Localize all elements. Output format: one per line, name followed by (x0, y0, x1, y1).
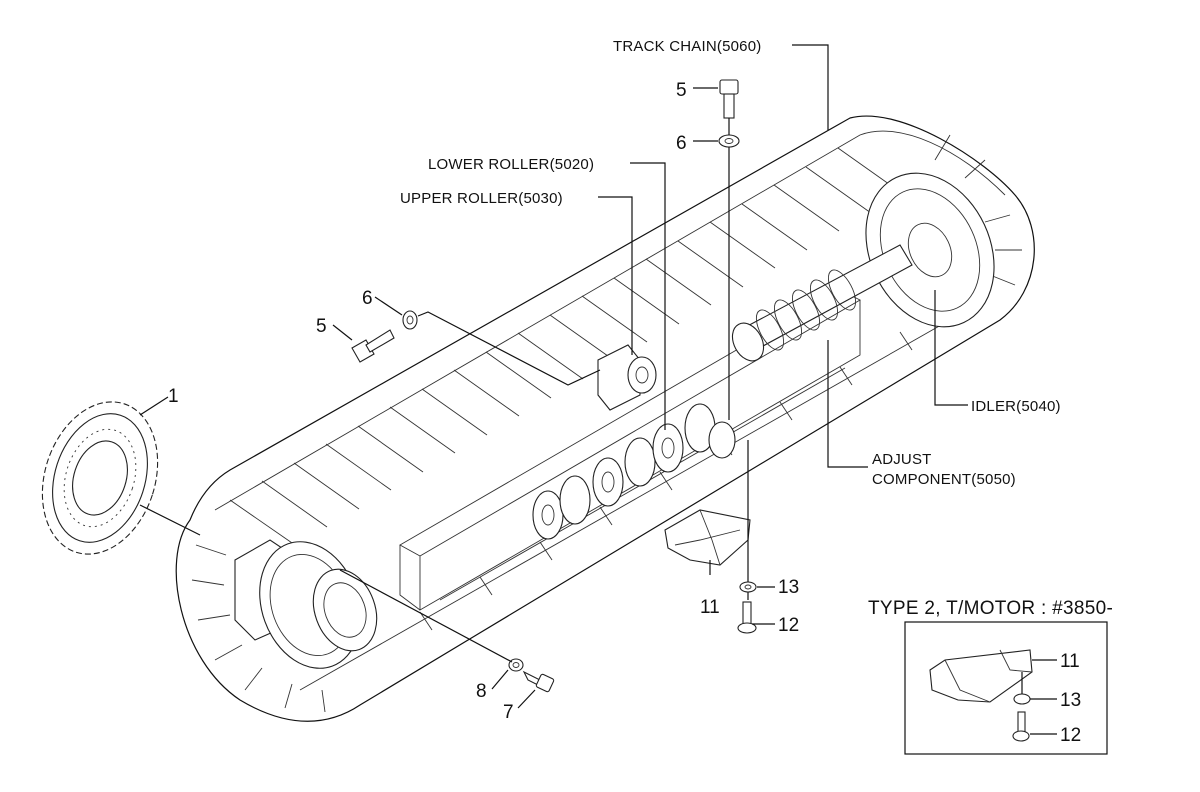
bolt-left-drawing (351, 329, 395, 363)
idler-label: IDLER(5040) (971, 398, 1061, 415)
callout-bolt-guard: 12 (778, 615, 799, 636)
inset-washer-drawing (1013, 693, 1031, 705)
inset-callout-guard: 11 (1060, 651, 1080, 672)
washer-top-drawing (718, 134, 740, 148)
lower-roller-label: LOWER ROLLER(5020) (428, 156, 594, 173)
inset-frame (904, 621, 1108, 755)
travel-motor-drawing (234, 539, 378, 669)
bolt-motor-drawing (522, 670, 555, 693)
callout-guard: 11 (700, 597, 720, 618)
inset-bolt-drawing (1012, 711, 1030, 742)
track-guard-drawing (664, 509, 751, 566)
lower-rollers-drawing (532, 403, 736, 540)
inset-callout-washer: 13 (1060, 690, 1081, 711)
sprocket-drawing (41, 401, 159, 555)
callout-washer-guard: 13 (778, 577, 799, 598)
adjust-component-drawing (731, 244, 913, 362)
upper-roller-drawing (597, 344, 657, 411)
bolt-guard-drawing (737, 601, 757, 634)
inset-callout-bolt: 12 (1060, 725, 1081, 746)
washer-left-drawing (402, 310, 418, 330)
callout-sprocket: 1 (168, 386, 179, 407)
washer-guard-drawing (739, 581, 757, 593)
upper-roller-label: UPPER ROLLER(5030) (400, 190, 563, 207)
callout-washer-left: 6 (362, 288, 373, 309)
washer-motor-drawing (508, 658, 524, 672)
idler-drawing (865, 172, 995, 328)
callout-bolt-left: 5 (316, 316, 327, 337)
callout-washer-motor: 8 (476, 681, 487, 702)
callout-bolt-top: 5 (676, 80, 687, 101)
adjust-label-line2: COMPONENT(5050) (872, 471, 1016, 488)
leader-lines (139, 44, 968, 709)
inset-guard-drawing (929, 649, 1033, 703)
callout-bolt-motor: 7 (503, 702, 514, 723)
bolt-top-drawing (719, 79, 739, 119)
inset-type2 (904, 621, 1108, 755)
track-chain-label: TRACK CHAIN(5060) (613, 38, 761, 55)
adjust-label-line1: ADJUST (872, 451, 932, 468)
callout-washer-top: 6 (676, 133, 687, 154)
inset-title: TYPE 2, T/MOTOR : #3850- (868, 598, 1113, 619)
